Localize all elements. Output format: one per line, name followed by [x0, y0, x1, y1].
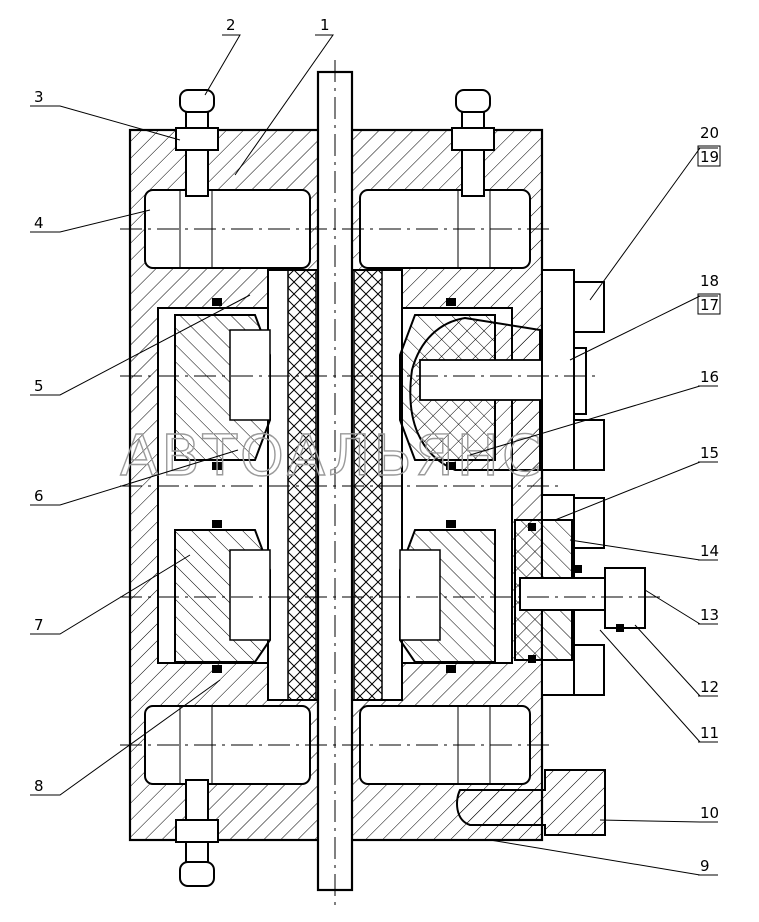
- callout-2: 2: [226, 16, 236, 34]
- callout-8: 8: [34, 777, 44, 795]
- left-callouts: 3 4 5 6 7 8: [34, 88, 44, 795]
- callout-11: 11: [700, 724, 719, 742]
- callout-4: 4: [34, 214, 44, 232]
- leader-lines: [30, 34, 718, 876]
- callout-17: 17: [700, 296, 719, 314]
- callout-13: 13: [700, 606, 719, 624]
- callout-16: 16: [700, 368, 719, 386]
- callout-6: 6: [34, 487, 44, 505]
- callout-1: 1: [320, 16, 330, 34]
- center-lines: [120, 60, 660, 905]
- callout-12: 12: [700, 678, 719, 696]
- callout-15: 15: [700, 444, 719, 462]
- top-callouts: 2 1: [226, 16, 330, 34]
- top-studs: [175, 89, 495, 197]
- right-fittings: [456, 269, 646, 836]
- bolt-section: [409, 316, 587, 471]
- callout-18: 18: [700, 272, 719, 290]
- bottom-studs: [175, 779, 219, 887]
- callout-20: 20: [700, 124, 719, 142]
- callout-9: 9: [700, 857, 710, 875]
- callout-3: 3: [34, 88, 44, 106]
- right-callouts: 20 19 18 17 16 15 14 13 12 11 10 9: [697, 124, 721, 875]
- packing: [287, 269, 383, 701]
- callout-5: 5: [34, 377, 44, 395]
- callout-19: 19: [700, 148, 719, 166]
- watermark: АВТОАЛЬЯНС: [120, 424, 544, 489]
- callout-14: 14: [700, 542, 719, 560]
- o-ring-marks: [212, 298, 624, 673]
- callout-10: 10: [700, 804, 719, 822]
- callout-7: 7: [34, 616, 44, 634]
